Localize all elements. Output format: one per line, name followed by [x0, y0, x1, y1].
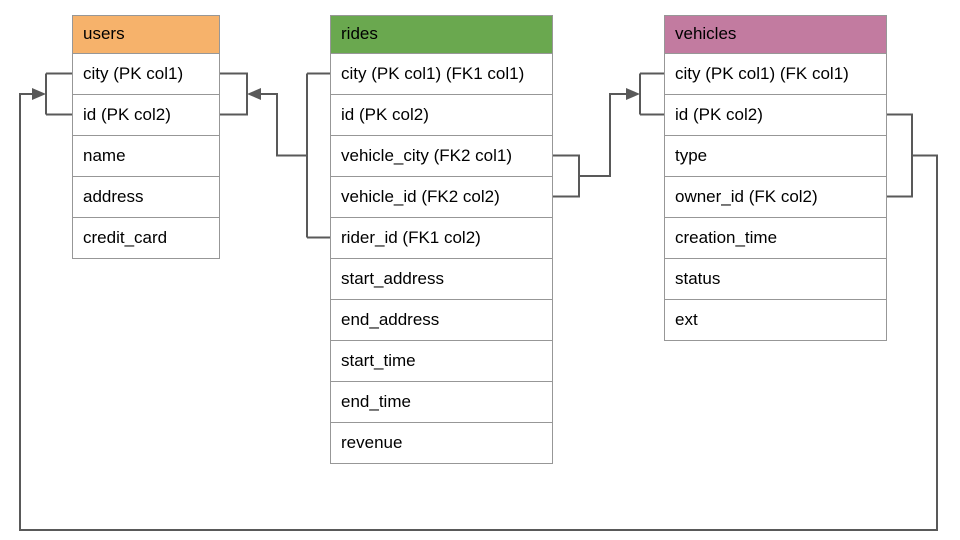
rides-col-end-time: end_time [331, 380, 552, 422]
table-vehicles-header: vehicles [665, 16, 886, 53]
users-col-address: address [73, 175, 219, 217]
arrowhead-to-vehicles [626, 88, 640, 100]
vehicles-col-ext: ext [665, 298, 886, 340]
arrowhead-to-users-left [32, 88, 46, 100]
vehicles-col-creation-time: creation_time [665, 216, 886, 258]
rides-col-end-address: end_address [331, 298, 552, 340]
table-rides-header: rides [331, 16, 552, 53]
connector-vehicles-to-users [19, 72, 938, 531]
rides-col-revenue: revenue [331, 421, 552, 463]
connector-rides-to-vehicles [553, 72, 664, 198]
rides-col-start-address: start_address [331, 257, 552, 299]
rides-col-start-time: start_time [331, 339, 552, 381]
users-col-name: name [73, 134, 219, 176]
users-col-city: city (PK col1) [73, 52, 219, 94]
rides-col-vehicle-id: vehicle_id (FK2 col2) [331, 175, 552, 217]
vehicles-col-owner-id: owner_id (FK col2) [665, 175, 886, 217]
arrowhead-to-users [247, 88, 261, 100]
vehicles-col-id: id (PK col2) [665, 93, 886, 135]
users-col-credit-card: credit_card [73, 216, 219, 258]
connector-rides-to-users [220, 72, 330, 239]
vehicles-col-city: city (PK col1) (FK col1) [665, 52, 886, 94]
table-users-header: users [73, 16, 219, 53]
table-vehicles: vehicles city (PK col1) (FK col1) id (PK… [664, 15, 887, 341]
users-col-id: id (PK col2) [73, 93, 219, 135]
rides-col-city: city (PK col1) (FK1 col1) [331, 52, 552, 94]
table-users: users city (PK col1) id (PK col2) name a… [72, 15, 220, 259]
rides-col-id: id (PK col2) [331, 93, 552, 135]
rides-col-rider-id: rider_id (FK1 col2) [331, 216, 552, 258]
rides-col-vehicle-city: vehicle_city (FK2 col1) [331, 134, 552, 176]
vehicles-col-status: status [665, 257, 886, 299]
vehicles-col-type: type [665, 134, 886, 176]
table-rides: rides city (PK col1) (FK1 col1) id (PK c… [330, 15, 553, 464]
